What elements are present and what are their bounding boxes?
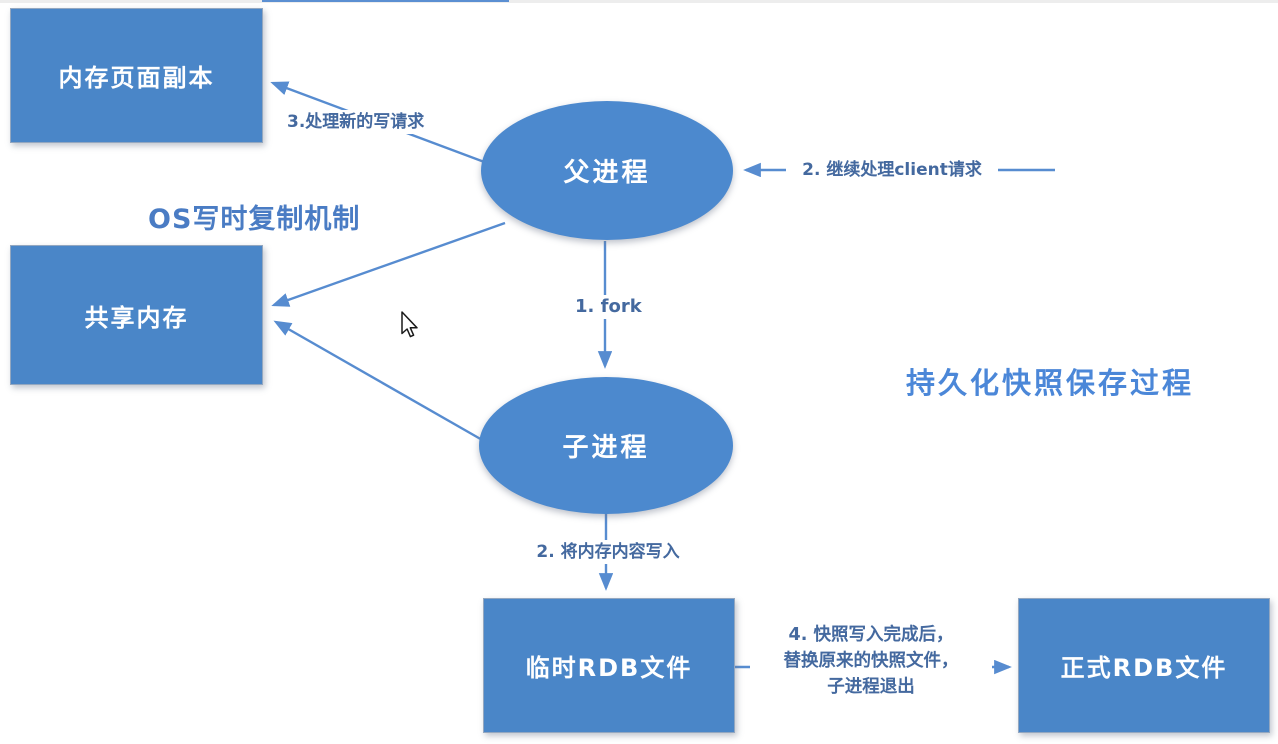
edge-label-replace-snapshot-line1: 4. 快照写入完成后，	[788, 625, 954, 645]
node-shared-memory-label: 共享内存	[84, 303, 189, 332]
arrow-parent-to-shared-memory	[271, 221, 506, 307]
arrow-child-to-shared-memory	[273, 320, 485, 443]
node-official-rdb-file-label: 正式RDB文件	[1060, 654, 1228, 682]
mouse-cursor-icon	[398, 310, 420, 344]
edge-label-handle-new-writes: 3.处理新的写请求	[284, 110, 428, 134]
top-blue-artifact-line	[262, 0, 509, 2]
edge-label-continue-client: 2. 继续处理client请求	[786, 158, 998, 182]
edge-label-replace-snapshot: 4. 快照写入完成后， 替换原来的快照文件， 子进程退出	[750, 621, 992, 701]
node-parent-process: 父进程	[481, 101, 733, 240]
node-memory-page-copy-label: 内存页面副本	[58, 64, 215, 92]
edge-label-write-memory: 2. 将内存内容写入	[509, 540, 707, 564]
node-official-rdb-file: 正式RDB文件	[1018, 598, 1270, 733]
node-temp-rdb-file-label: 临时RDB文件	[525, 654, 693, 682]
node-parent-process-label: 父进程	[563, 158, 651, 188]
node-temp-rdb-file: 临时RDB文件	[483, 598, 735, 733]
edge-label-fork: 1. fork	[572, 295, 644, 319]
node-child-process: 子进程	[479, 377, 733, 514]
node-shared-memory: 共享内存	[10, 245, 263, 385]
title-snapshot-process: 持久化快照保存过程	[906, 366, 1195, 400]
node-child-process-label: 子进程	[562, 433, 650, 463]
top-gray-strip	[0, 0, 1278, 3]
title-copy-on-write: OS写时复制机制	[148, 204, 361, 235]
edge-label-replace-snapshot-line3: 子进程退出	[827, 677, 915, 697]
edge-label-replace-snapshot-line2: 替换原来的快照文件，	[783, 651, 959, 671]
node-memory-page-copy: 内存页面副本	[10, 8, 263, 143]
